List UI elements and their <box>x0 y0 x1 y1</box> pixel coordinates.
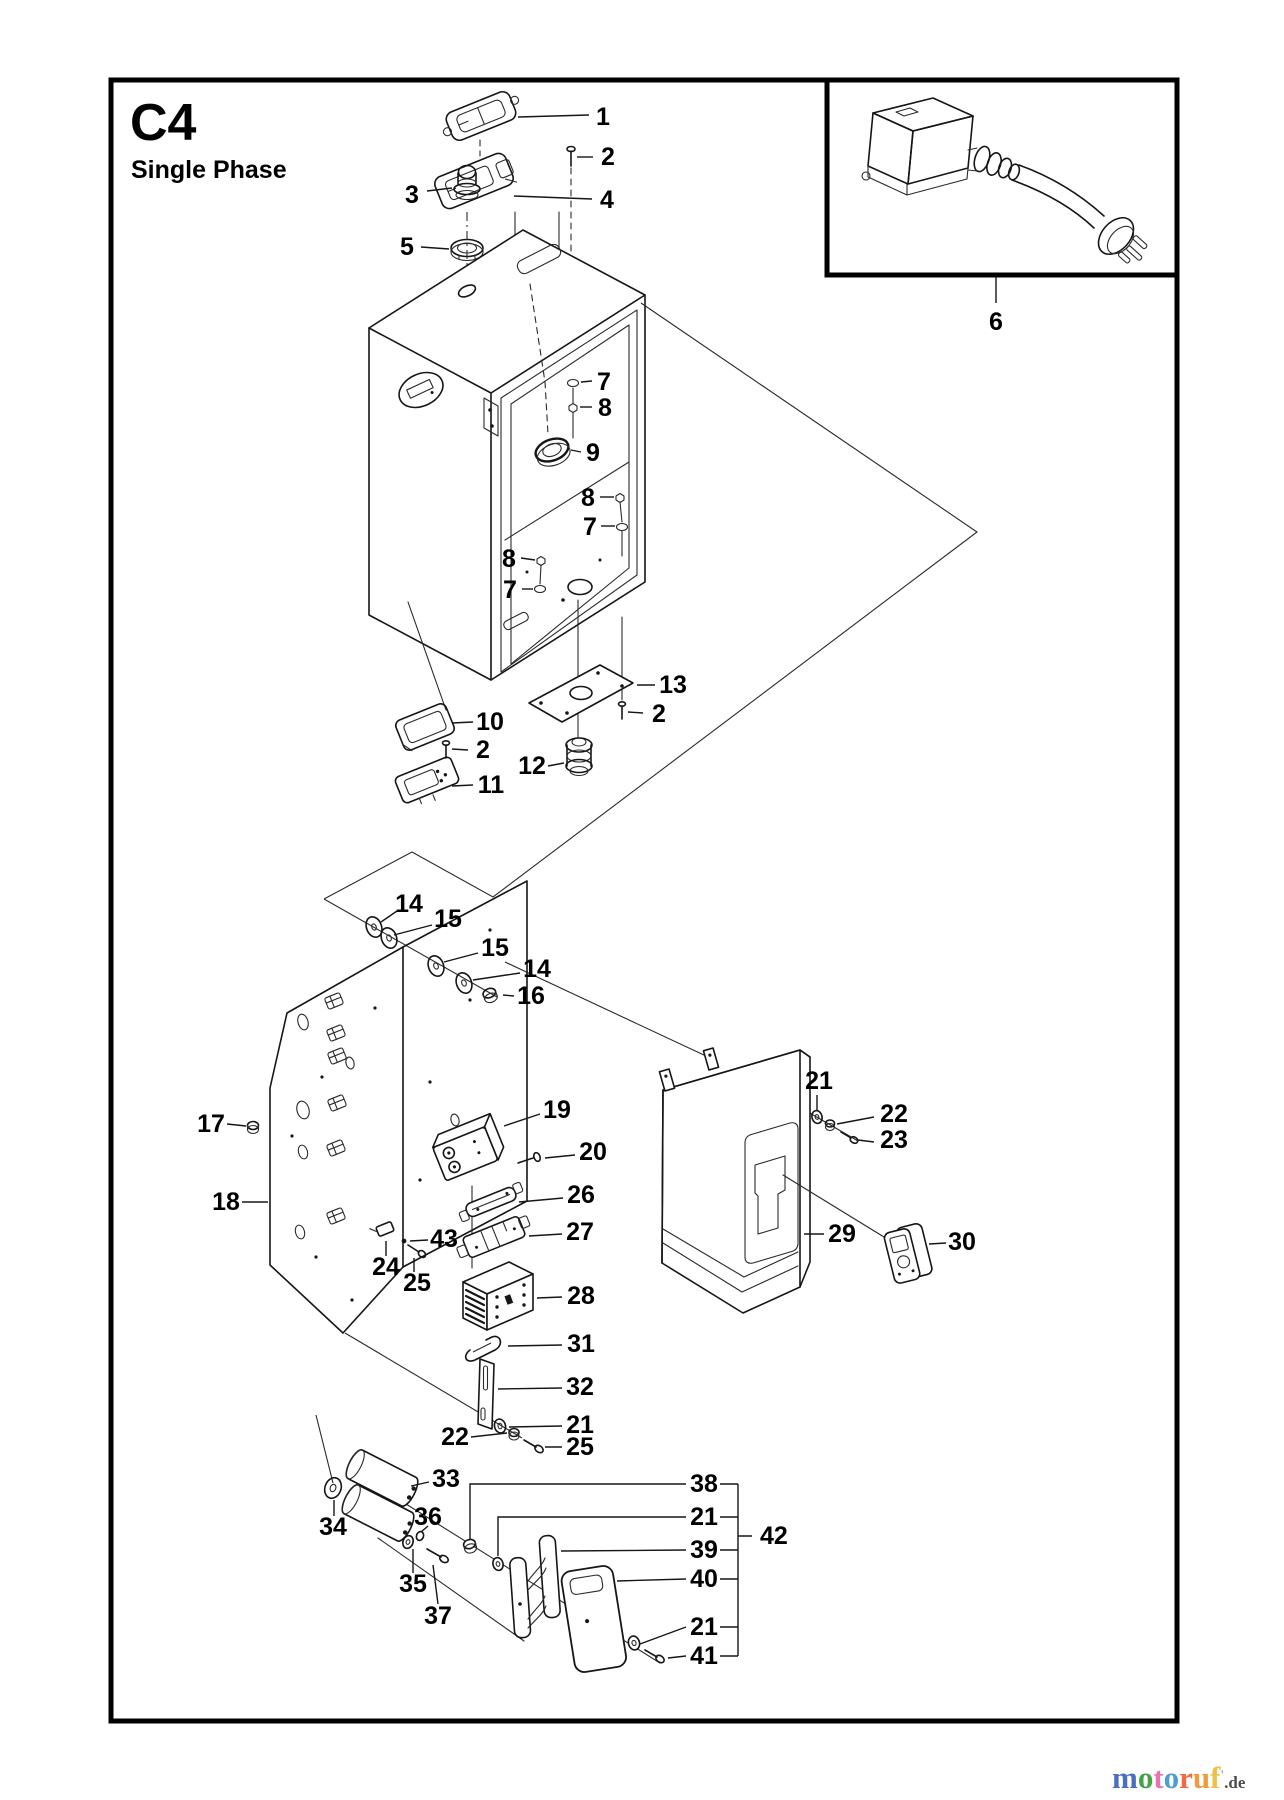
nut-38-drawing <box>462 1538 478 1554</box>
part-label-43: 43 <box>430 1225 458 1253</box>
watermark-letters: motoruf <box>1112 1760 1221 1795</box>
part-label-37: 37 <box>424 1602 452 1630</box>
part-label-33: 33 <box>432 1465 460 1493</box>
part-label-15a: 15 <box>434 905 462 933</box>
part-label-2: 2 <box>601 143 615 171</box>
part-label-8a: 8 <box>598 394 612 422</box>
screw-41-drawing <box>627 1635 665 1664</box>
part-label-31: 31 <box>567 1330 595 1358</box>
relay-19-drawing <box>431 1112 542 1269</box>
part-label-14b: 14 <box>523 955 551 983</box>
part-label-34: 34 <box>319 1513 347 1541</box>
part-label-24: 24 <box>372 1253 400 1281</box>
page-subtitle: Single Phase <box>131 156 287 184</box>
logo-plate <box>398 371 444 409</box>
mounting-plate-drawing <box>246 880 528 1334</box>
part-label-2c: 2 <box>476 736 490 764</box>
cable-gland-3-drawing <box>453 164 481 201</box>
part-label-36: 36 <box>414 1503 442 1531</box>
part-label-7a: 7 <box>597 368 611 396</box>
part-label-8c: 8 <box>502 545 516 573</box>
part-label-38: 38 <box>690 1470 718 1498</box>
part-label-42: 42 <box>760 1522 788 1550</box>
part-label-25c: 25 <box>566 1433 594 1461</box>
motoruf-watermark: motoruf'.de <box>1112 1758 1245 1800</box>
part-label-22i: 22 <box>880 1100 908 1128</box>
part-label-19: 19 <box>543 1096 571 1124</box>
part-label-4: 4 <box>600 186 614 214</box>
clip-24-25-43-drawing <box>369 1221 427 1259</box>
leader-lines <box>226 114 947 1659</box>
part-label-11: 11 <box>478 771 505 799</box>
part-label-40: 40 <box>690 1565 718 1593</box>
inverter-29-drawing <box>658 1047 898 1314</box>
part-label-2b: 2 <box>652 700 666 728</box>
part-label-21g: 21 <box>690 1503 718 1531</box>
projection-lines <box>315 302 978 1484</box>
power-cord-drawing <box>861 97 1148 264</box>
grommet-9-drawing <box>534 437 571 467</box>
connector-11-drawing <box>394 756 460 805</box>
part-label-35: 35 <box>399 1570 427 1598</box>
terminal-block-28-drawing <box>462 1261 534 1331</box>
part-label-32: 32 <box>566 1373 594 1401</box>
page-title: C4 <box>130 94 197 152</box>
nut-17-drawing <box>246 1120 260 1135</box>
nut-16-drawing <box>482 987 498 1004</box>
part-label-27: 27 <box>566 1218 594 1246</box>
part-label-8b: 8 <box>581 484 595 512</box>
part-label-9: 9 <box>586 439 600 467</box>
pad-40-drawing <box>560 1565 627 1673</box>
part-label-28: 28 <box>567 1282 595 1310</box>
part-label-21c: 21 <box>566 1411 594 1439</box>
watermark-suffix: .de <box>1224 1773 1246 1792</box>
under-box-parts <box>394 599 634 805</box>
part-label-17: 17 <box>197 1110 225 1138</box>
part-label-10: 10 <box>476 708 504 736</box>
part-label-30: 30 <box>948 1228 976 1256</box>
washer-stack-drawing <box>365 916 498 1004</box>
enclosure-box-drawing <box>368 229 646 681</box>
part-label-16: 16 <box>517 982 545 1010</box>
part-label-6: 6 <box>989 308 1003 336</box>
part-label-29: 29 <box>828 1220 856 1248</box>
part-label-12: 12 <box>518 752 546 780</box>
part-label-41: 41 <box>690 1642 718 1670</box>
bracket-32-drawing <box>477 1358 544 1454</box>
part-label-21i: 21 <box>805 1067 833 1095</box>
part-label-7b: 7 <box>583 513 597 541</box>
part-label-26: 26 <box>567 1181 595 1209</box>
part-label-7c: 7 <box>503 576 517 604</box>
part-label-20: 20 <box>579 1138 607 1166</box>
part-label-23i: 23 <box>880 1126 908 1154</box>
part-label-39: 39 <box>690 1536 718 1564</box>
part-label-15b: 15 <box>481 934 509 962</box>
bracket-31-drawing <box>464 1335 502 1362</box>
part-label-1: 1 <box>596 103 610 131</box>
part-label-22c: 22 <box>441 1423 469 1451</box>
connector-1-drawing <box>442 90 520 157</box>
block-27-drawing <box>456 1215 531 1259</box>
callout-labels: 1 2 4 3 5 6 7 8 9 8 7 8 7 13 2 10 2 11 1… <box>197 103 1003 1670</box>
part-label-14a: 14 <box>395 890 423 918</box>
part-label-3: 3 <box>405 181 419 209</box>
part-label-25a: 25 <box>403 1269 431 1297</box>
part-label-5: 5 <box>400 233 414 261</box>
cover-26-drawing <box>458 1181 524 1223</box>
part-label-13: 13 <box>659 671 687 699</box>
keypad-30-drawing <box>883 1222 933 1284</box>
holder-39-drawing <box>509 1534 561 1639</box>
watermark-mark: ' <box>1220 1767 1225 1782</box>
gland-12-drawing <box>565 737 593 777</box>
plate-13-drawing <box>528 664 634 723</box>
part-label-21h: 21 <box>690 1613 718 1641</box>
part-label-18: 18 <box>212 1188 240 1216</box>
housing-10-drawing <box>394 703 456 752</box>
